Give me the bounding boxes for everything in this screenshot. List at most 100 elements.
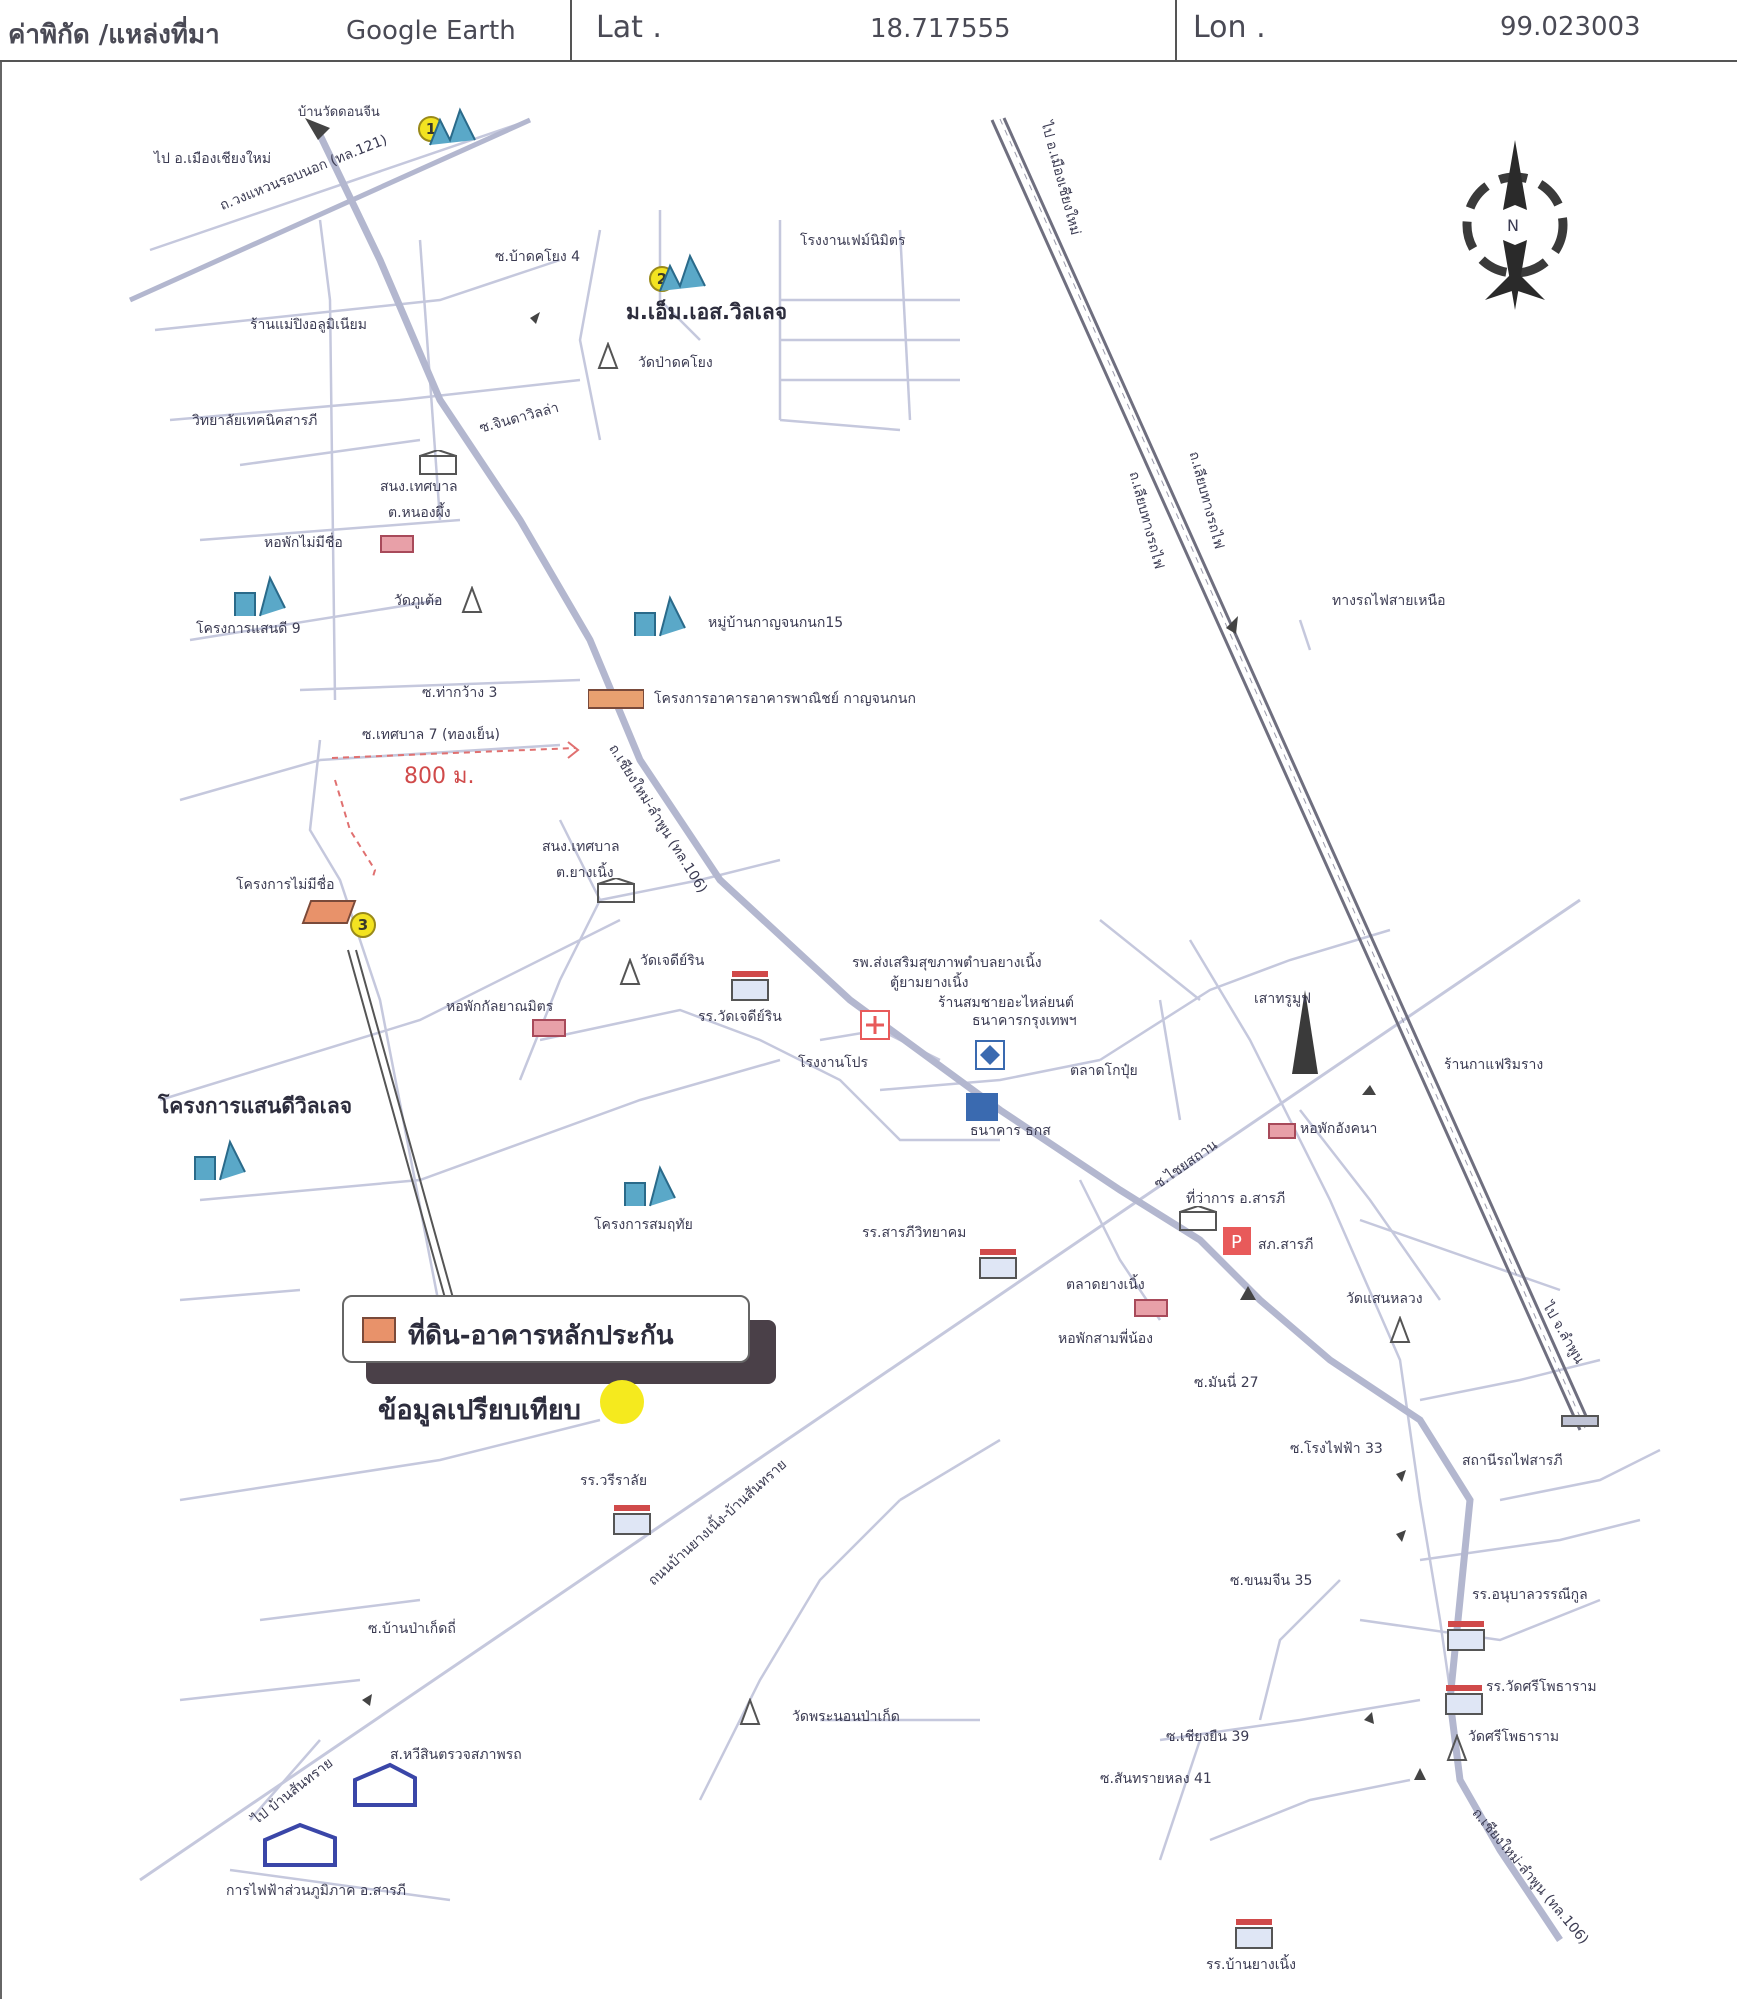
place-label: โรงงานโปร xyxy=(798,1055,869,1071)
road-label: ซ.ขนมจีน 35 xyxy=(1230,1573,1313,1589)
hospital-icon xyxy=(860,1010,890,1040)
road-label: ซ.บ้าดคโยง 4 xyxy=(495,249,581,265)
government-building-icon xyxy=(1179,1206,1217,1231)
place-label: ต.ยางเนิ้ง xyxy=(556,865,614,881)
place-label: วัดพระนอนป่าเก็ด xyxy=(792,1709,900,1725)
ban-yang-noeng-road xyxy=(139,898,1581,1882)
lat-value: 18.717555 xyxy=(870,14,1011,44)
legend-collateral: ที่ดิน-อาคารหลักประกัน xyxy=(408,1321,674,1351)
place-label: หอพักสามพี่น้อง xyxy=(1058,1331,1154,1347)
road-label: ซ.มันนี่ 27 xyxy=(1194,1375,1259,1391)
tree-icon xyxy=(624,1165,676,1207)
place-label: วิทยาลัยเทคนิคสารภี xyxy=(192,413,318,429)
outer-ring-road xyxy=(128,117,532,303)
place-label: วัดแสนหลวง xyxy=(1346,1291,1423,1307)
lon-value: 99.023003 xyxy=(1500,12,1641,42)
place-label: หอพักกัลยาณมิตร xyxy=(446,999,554,1015)
place-label: ร้านแม่ปิงอลูมิเนียม xyxy=(250,317,367,333)
dormitory-icon xyxy=(380,535,414,553)
place-label: การไฟฟ้าส่วนภูมิภาค อ.สารภี xyxy=(226,1883,406,1899)
place-label: โครงการแสนดีวิลเลจ xyxy=(158,1094,353,1118)
school-icon xyxy=(613,1505,651,1535)
building-icon xyxy=(263,1822,337,1867)
place-label: รพ.ส่งเสริมสุขภาพตำบลยางเนิ้ง xyxy=(852,955,1042,971)
place-label: โรงงานเฟม์นิมิตร xyxy=(800,233,906,249)
arrow-north xyxy=(305,118,330,140)
legend-comparison: ข้อมูลเปรียบเทียบ xyxy=(378,1395,581,1426)
place-label: รร.วัดศรีโพธาราม xyxy=(1486,1679,1597,1695)
place-label: ต.หนองผึ้ง xyxy=(388,505,451,521)
police-icon: P xyxy=(1223,1227,1251,1255)
tree-icon xyxy=(429,107,476,146)
distance-label: 800 ม. xyxy=(404,764,475,789)
tree-icon xyxy=(659,253,706,292)
place-label: ร้านสมชายอะไหล่ยนต์ xyxy=(938,995,1074,1011)
road-label: ซ.บ้านป่าเก็ดถี่ xyxy=(368,1621,456,1637)
lat-label: Lat . xyxy=(596,10,662,45)
temple-icon xyxy=(619,958,641,985)
minor-roads xyxy=(149,118,1661,1902)
government-building-icon xyxy=(419,450,457,475)
road-label: ซ.เทศบาล 7 (ทองเย็น) xyxy=(362,727,500,743)
place-label: หอพักไม่มีชื่อ xyxy=(264,535,343,551)
lat-cell: Lat . 18.717555 xyxy=(570,0,1175,62)
place-label: ตลาดยางเนิ้ง xyxy=(1066,1277,1145,1293)
road-label: ซ.เชียงยืน 39 xyxy=(1166,1729,1250,1745)
collateral-swatch xyxy=(362,1317,396,1343)
place-label: ม.เอ็ม.เอส.วิลเลจ xyxy=(626,300,788,324)
place-label: สนง.เทศบาล xyxy=(542,839,620,855)
temple-icon xyxy=(461,586,483,613)
place-label: วัดภูเต้อ xyxy=(394,593,443,609)
cell-tower-icon xyxy=(1292,990,1318,1074)
place-label: วัดเจดีย์ริน xyxy=(640,953,705,969)
lon-cell: Lon . 99.023003 xyxy=(1175,0,1737,62)
place-label: ทางรถไฟสายเหนือ xyxy=(1332,593,1446,609)
school-icon xyxy=(1235,1919,1273,1949)
dormitory-icon xyxy=(532,1019,566,1037)
place-label: ส.หวีสินตรวจสภาพรถ xyxy=(390,1747,522,1763)
temple-icon xyxy=(1389,1316,1411,1343)
place-label: บ้านวัดดอนจีน xyxy=(298,105,380,120)
place-label: รร.อนุบาลวรรณีกูล xyxy=(1472,1587,1588,1603)
place-label: ที่ว่าการ อ.สารภี xyxy=(1186,1191,1286,1207)
temple-icon xyxy=(1446,1734,1468,1761)
government-building-icon xyxy=(597,878,635,903)
place-label: ร้านกาแฟริมราง xyxy=(1444,1057,1544,1073)
place-label: ธนาคารกรุงเทพฯ xyxy=(972,1013,1077,1029)
road-label: ซ.โรงไฟฟ้า 33 xyxy=(1290,1441,1383,1457)
bank-icon xyxy=(975,1040,1005,1070)
place-label: วัดป่าดคโยง xyxy=(638,355,713,371)
place-label: วัดศรีโพธาราม xyxy=(1468,1729,1560,1745)
lon-label: Lon . xyxy=(1193,10,1266,45)
marker-3: 3 xyxy=(350,912,376,938)
dormitory-icon xyxy=(1268,1123,1296,1139)
school-icon xyxy=(1447,1621,1485,1651)
place-label: โครงการอาคารอาคารพาณิชย์ กาญจนกนก xyxy=(654,691,916,707)
collateral-plot xyxy=(301,900,357,924)
place-label: ธนาคาร ธกส xyxy=(970,1123,1051,1139)
comparison-dot xyxy=(600,1380,644,1424)
place-label: โครงการสมฤทัย xyxy=(594,1217,693,1233)
school-icon xyxy=(979,1249,1017,1279)
place-label: หอพักอังคนา xyxy=(1300,1121,1378,1137)
north-compass-icon xyxy=(1462,140,1568,310)
legend-box: ที่ดิน-อาคารหลักประกัน xyxy=(342,1295,750,1363)
svg-text:P: P xyxy=(1231,1232,1242,1253)
place-label: รร.สารภีวิทยาคม xyxy=(862,1225,967,1241)
compass-n-label: N xyxy=(1507,216,1519,235)
place-label: เสาทรูมูฟ xyxy=(1254,991,1312,1007)
train-station-icon xyxy=(1561,1415,1599,1427)
place-label: หมู่บ้านกาญจนกนก15 xyxy=(708,615,844,631)
place-label: สภ.สารภี xyxy=(1258,1237,1314,1253)
bank-icon xyxy=(966,1093,998,1121)
highway-106 xyxy=(316,133,1563,1942)
road-label: ซ.สันทรายหลง 41 xyxy=(1100,1771,1212,1787)
tree-icon xyxy=(194,1139,246,1181)
building-icon xyxy=(588,689,644,709)
place-label: โครงการแสนดี 9 xyxy=(196,621,301,637)
leader-line xyxy=(347,949,446,1299)
distance-arrow xyxy=(331,747,576,759)
coord-source-value: Google Earth xyxy=(346,16,516,46)
school-icon xyxy=(731,971,769,1001)
place-label: รร.วัดเจดีย์ริน xyxy=(698,1009,782,1025)
